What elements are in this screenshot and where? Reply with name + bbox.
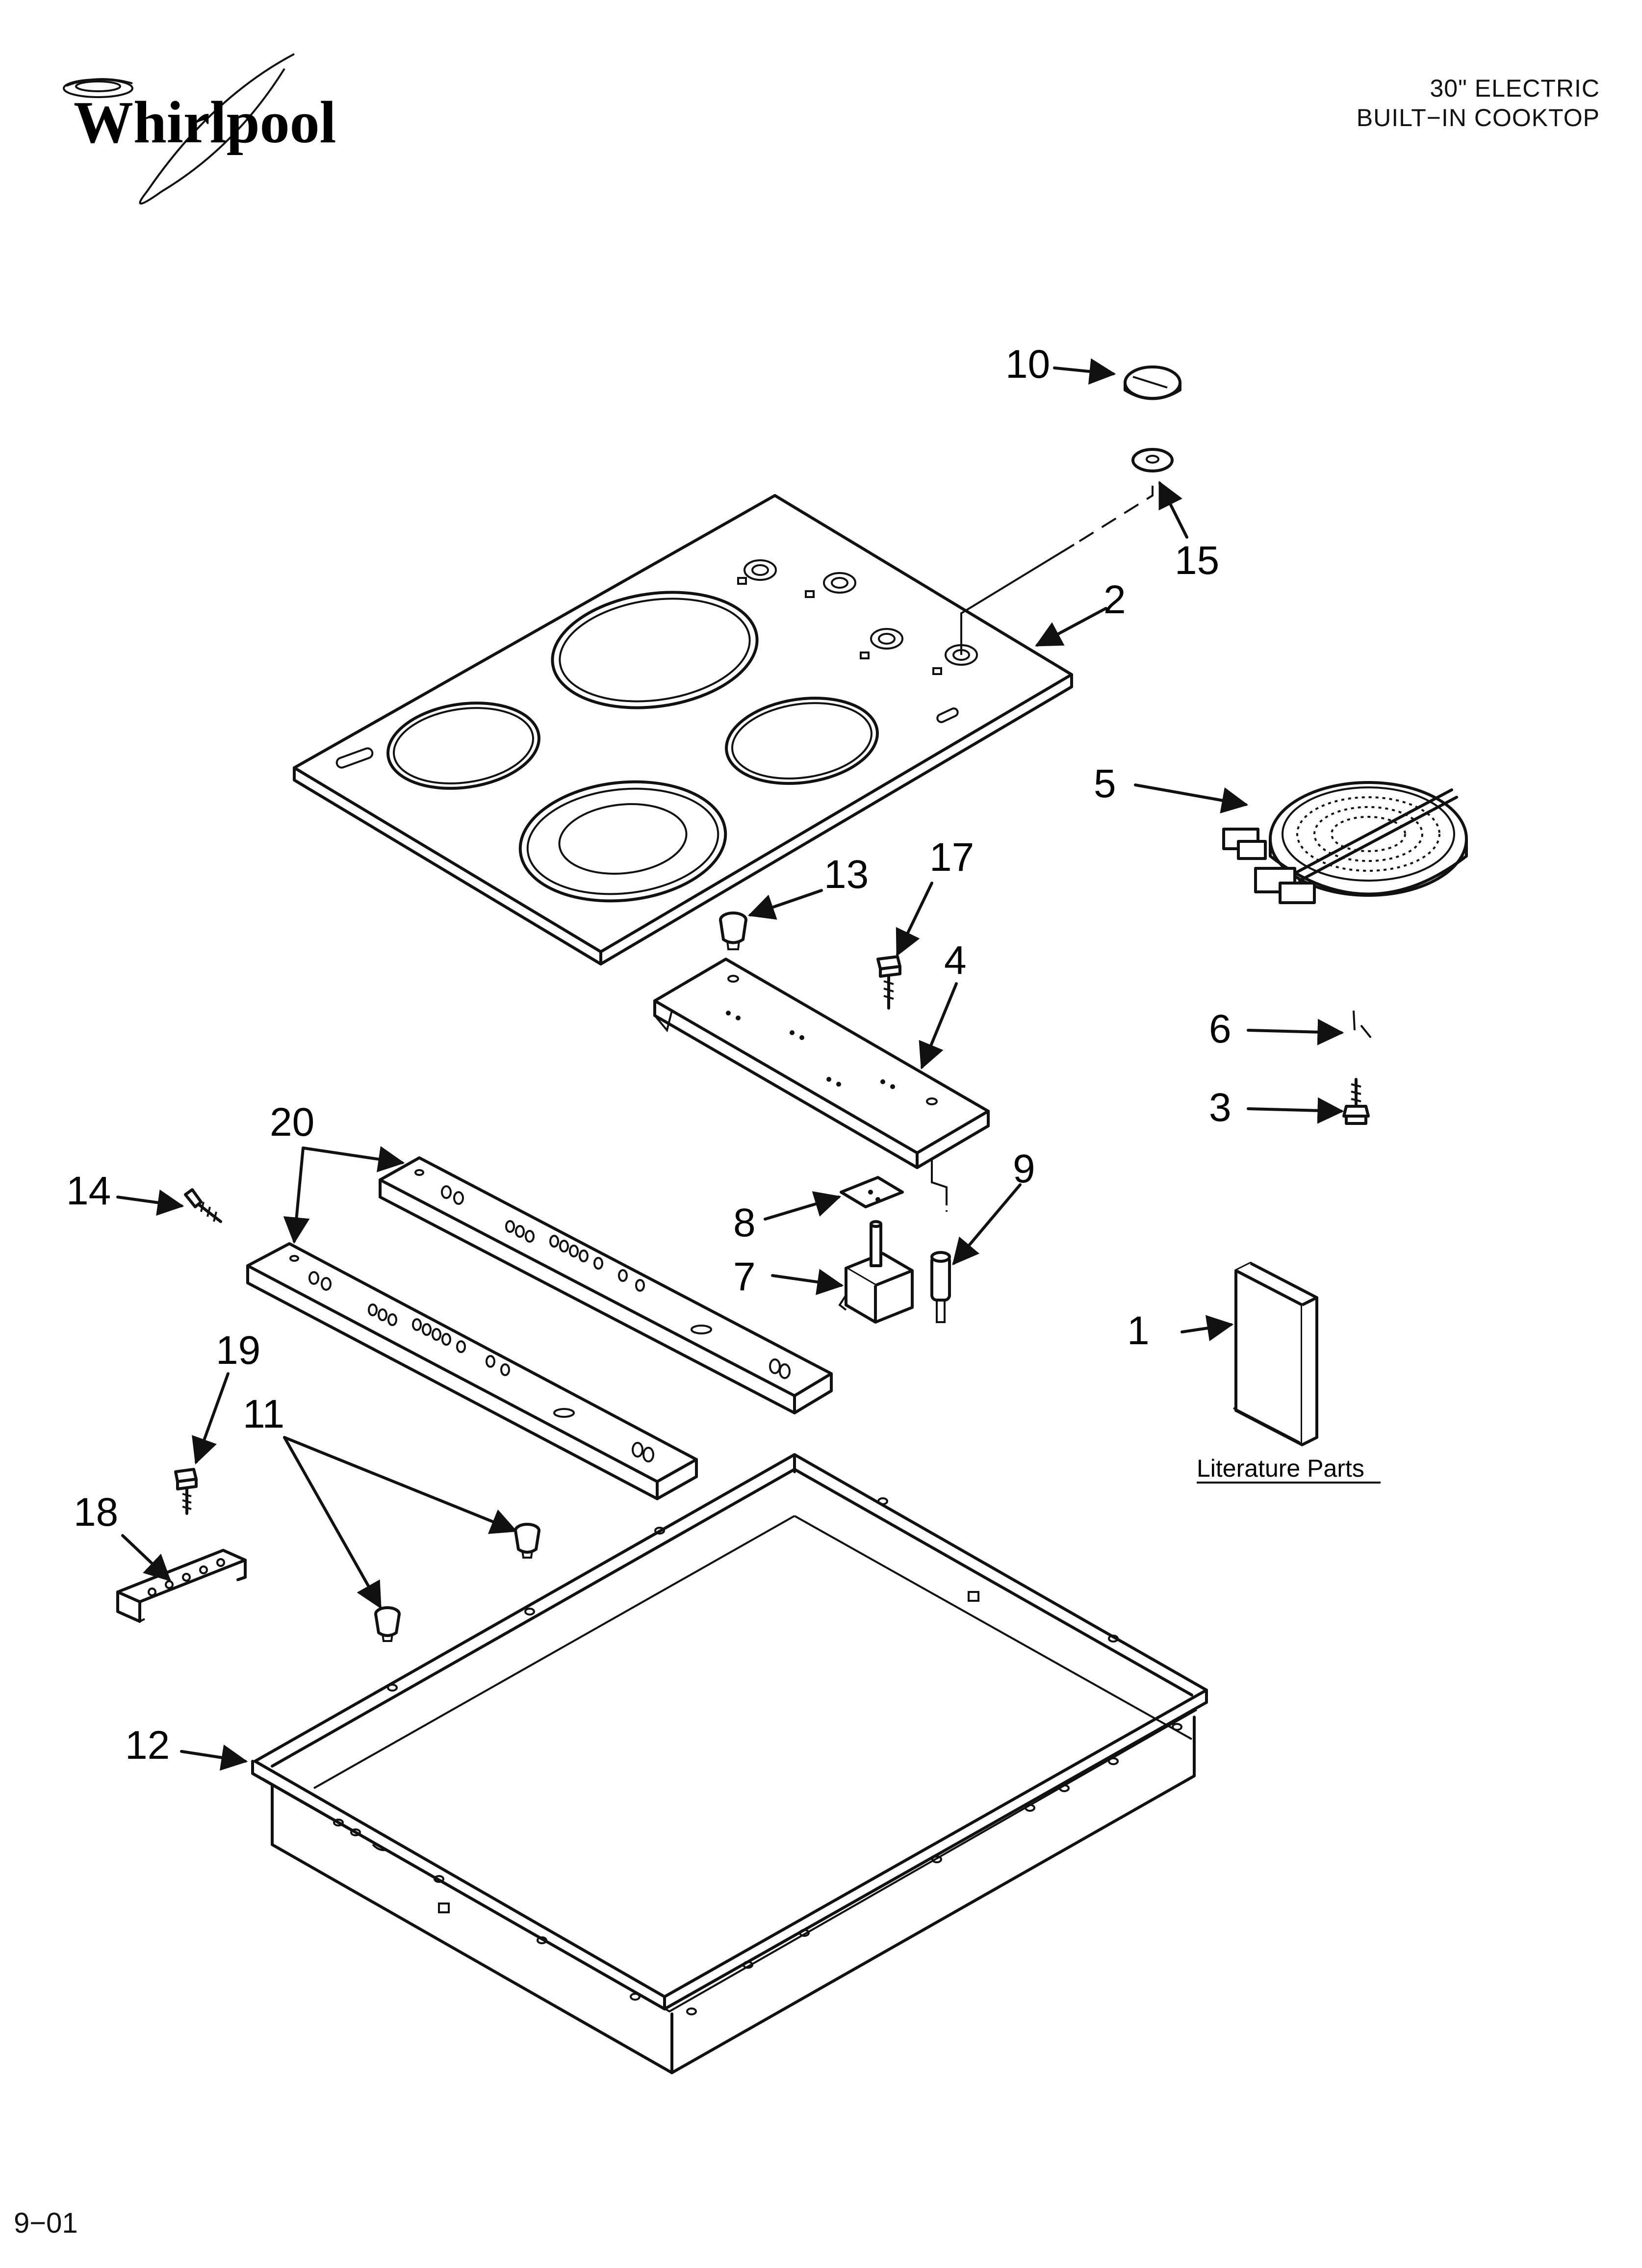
radiant-heating-element: [1222, 781, 1468, 904]
mounting-screw: [1342, 1078, 1370, 1125]
literature-parts-label: Literature Parts: [1197, 1455, 1364, 1482]
bracket-screw: [876, 955, 901, 1010]
callout-14: 14: [66, 1169, 111, 1213]
callout-13: 13: [824, 852, 869, 897]
callout-18: 18: [74, 1490, 118, 1535]
callout-9: 9: [1013, 1147, 1035, 1191]
product-title: 30" ELECTRIC BUILT−IN COOKTOP: [1357, 74, 1600, 132]
callout-15: 15: [1175, 538, 1219, 583]
callout-5: 5: [1094, 761, 1116, 806]
product-title-line1: 30" ELECTRIC: [1430, 75, 1600, 102]
whirlpool-logo: Whirlpool: [63, 53, 336, 205]
literature-booklet: [1233, 1262, 1318, 1446]
callout-19: 19: [216, 1328, 260, 1373]
support-rail-upper: [379, 1156, 833, 1414]
callout-labels: 10 15 2 5 13 17 4 6 3 9 8 7 1 20 14 19 1…: [66, 342, 1232, 1768]
element-clip: [1353, 1010, 1372, 1039]
control-knob: [1124, 365, 1181, 400]
knob-seal: [1131, 448, 1174, 472]
control-bracket: [653, 958, 990, 1169]
spacer-bumper: [719, 912, 747, 950]
leader-lines: [116, 358, 1344, 1771]
callout-17: 17: [929, 835, 974, 880]
date-code: 9−01: [14, 2207, 78, 2239]
rail-screw: [184, 1188, 222, 1223]
callout-1: 1: [1127, 1308, 1150, 1353]
callout-4: 4: [944, 938, 967, 983]
spacer-bumper-left: [374, 1606, 401, 1642]
bracket-screw-small: [174, 1468, 198, 1515]
callout-8: 8: [733, 1200, 756, 1245]
callout-3: 3: [1209, 1085, 1232, 1130]
mounting-bracket-small: [116, 1549, 247, 1623]
callout-6: 6: [1209, 1007, 1232, 1051]
mounting-frame-box: [251, 1453, 1208, 2074]
callout-2: 2: [1103, 577, 1126, 622]
callout-20: 20: [270, 1100, 314, 1145]
callout-10: 10: [1005, 342, 1050, 387]
cooktop-glass-top: [293, 494, 1073, 965]
callout-7: 7: [733, 1254, 756, 1299]
brand-name: Whirlpool: [74, 89, 336, 156]
infinite-switch: [838, 1220, 914, 1324]
product-title-line2: BUILT−IN COOKTOP: [1356, 104, 1600, 131]
callout-12: 12: [125, 1723, 170, 1768]
support-rail-lower: [246, 1242, 698, 1500]
spacer-bumper-right: [514, 1523, 540, 1559]
switch-mounting-plate: [840, 1176, 904, 1208]
callout-11: 11: [243, 1392, 284, 1436]
indicator-light: [930, 1251, 951, 1323]
